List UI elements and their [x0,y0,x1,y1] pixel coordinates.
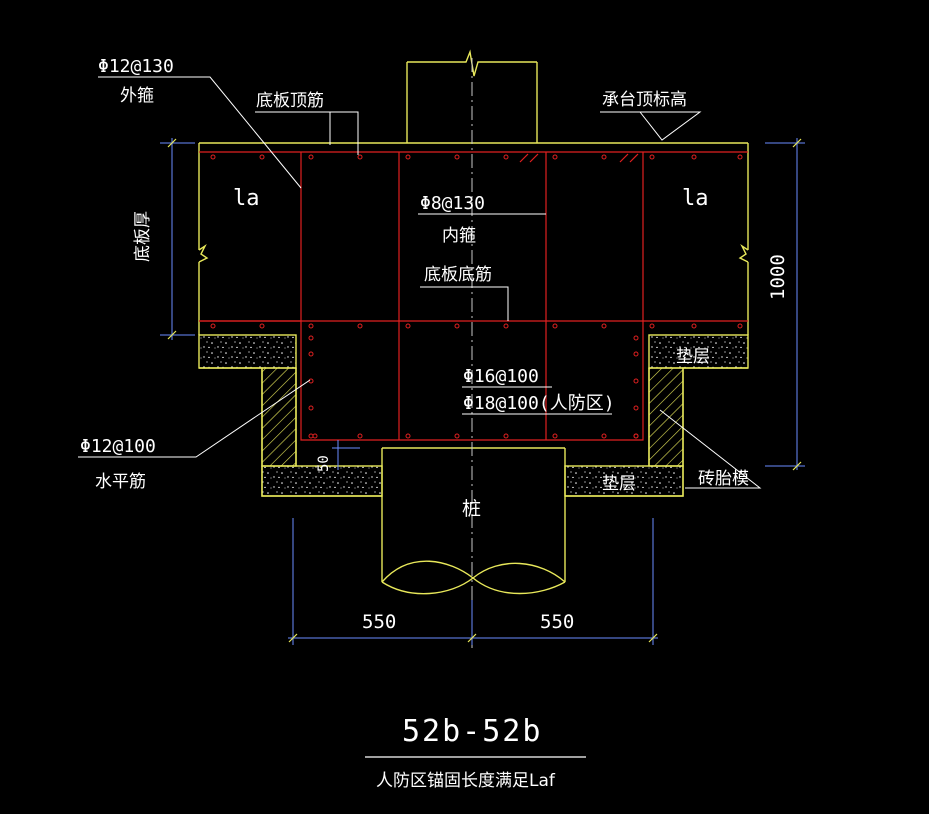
rebar-dot [691,154,697,160]
rebar-dot [503,154,509,160]
rebar-dot [357,433,363,439]
inner-stirrup-spec: Φ8@130 [420,193,485,214]
brick-mold-right [648,367,684,467]
rebar-dot [552,323,558,329]
rebar-dot [259,154,265,160]
slab-top-rebar-label: 底板顶筋 [256,91,324,111]
rebar [199,151,748,441]
rebar-dot [308,154,314,160]
rebar-dot [454,323,460,329]
inner-stirrup-label: 内箍 [442,226,476,246]
dimension-50: 50 [316,455,332,472]
slab-thickness-label: 底板厚 [133,211,153,262]
horizontal-rebar-spec: Φ12@100 [80,436,156,457]
rebar-dot [691,323,697,329]
rebar-dot [259,323,265,329]
rebar-dot [454,154,460,160]
rebar-dot [552,154,558,160]
outer-stirrup-label: 外箍 [120,86,154,106]
rebar-dot [312,433,318,439]
rebar-dot [210,323,216,329]
rebar-dot [308,378,314,384]
rebar-dot [308,323,314,329]
rebar-dot [405,154,411,160]
dimension-550-right: 550 [540,611,574,633]
dimension-1000: 1000 [767,254,789,300]
rebar-dot [503,323,509,329]
rebar-dot [633,405,639,411]
cushion-right-top [648,334,749,369]
rebar-dot [601,154,607,160]
pile [381,447,566,595]
bottom-rebar-spec-civil-defense: Φ18@100(人防区) [463,393,615,414]
pile-label: 桩 [462,498,481,520]
brick-mold-left [261,367,297,467]
rebar-dots [210,154,743,439]
rebar-dot [633,433,639,439]
rebar-dot [210,154,216,160]
dimensions [160,138,805,645]
rebar-dot [649,323,655,329]
rebar-dot [405,323,411,329]
rebar-dot [649,154,655,160]
dimension-550-left: 550 [362,611,396,633]
cushion-left-top [198,334,297,369]
dimension-ticks [167,138,802,643]
rebar-dot [601,433,607,439]
rebar-dot [601,323,607,329]
rebar-dot [357,323,363,329]
cushion-layers [198,334,749,497]
rebar-dot [503,433,509,439]
rebar-dot [308,433,314,439]
outer-stirrup-spec: Φ12@130 [98,56,174,77]
leaders [78,76,762,489]
section-title: 52b-52b [402,714,542,749]
section-note: 人防区锚固长度满足Laf [376,771,556,791]
rebar-dot [308,405,314,411]
rebar-dot [308,351,314,357]
bottom-rebar-spec: Φ16@100 [463,366,539,387]
rebar-dot [737,154,743,160]
brick-mold-label: 砖胎模 [698,469,749,489]
slab-bottom-rebar-label: 底板底筋 [424,265,492,285]
rebar-dot [633,351,639,357]
cushion-right-bottom-label: 垫层 [602,474,636,494]
rebar-dot [552,433,558,439]
rebar-dot [633,378,639,384]
anchorage-la-right: la [682,186,709,211]
cushion-right-top-label: 垫层 [676,347,710,367]
anchorage-la-left: la [233,186,260,211]
rebar-dot [357,154,363,160]
rebar-dot [308,335,314,341]
rebar-dot [405,433,411,439]
cap-top-elevation-label: 承台顶标高 [602,90,687,110]
rebar-dot [737,323,743,329]
horizontal-rebar-label: 水平筋 [95,472,146,492]
brick-molds [261,367,684,467]
rebar-dot [454,433,460,439]
rebar-dot [633,335,639,341]
